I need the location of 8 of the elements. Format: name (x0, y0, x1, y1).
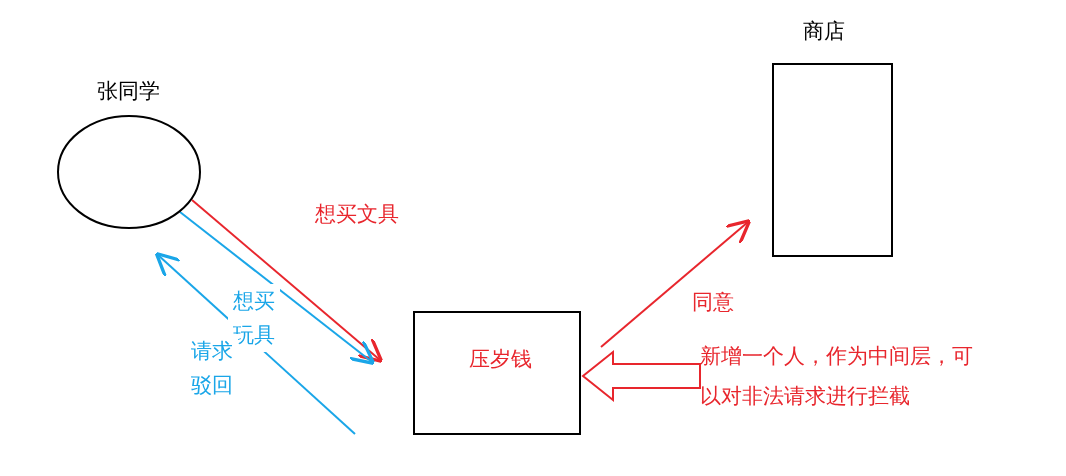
rectangle-box (413, 311, 581, 435)
node-label: 商店 (802, 18, 845, 45)
arrow (179, 211, 376, 365)
node-label: 压岁钱 (469, 346, 532, 373)
node-label: 张同学 (97, 78, 160, 105)
arrow (191, 199, 384, 364)
block-arrow (581, 349, 701, 403)
note-text: 新增一个人，作为中间层，可以对非法请求进行拦截 (700, 343, 974, 410)
